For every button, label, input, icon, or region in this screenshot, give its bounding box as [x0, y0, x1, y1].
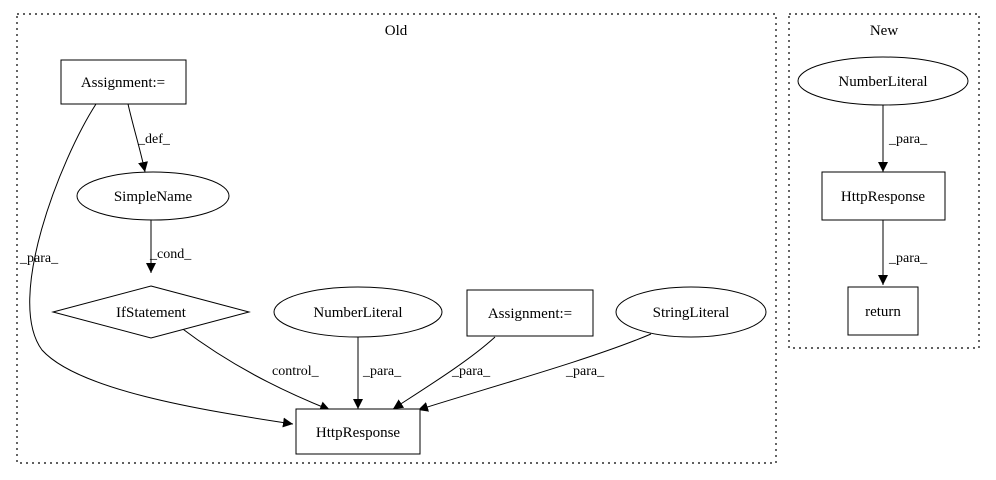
edge-cond: _cond_ — [146, 220, 192, 273]
edge-new-para-num-http-label: _para_ — [888, 132, 928, 147]
node-old-assignment-mid-label: Assignment:= — [488, 306, 572, 322]
edge-control: control_ — [179, 326, 331, 411]
edge-para-assign-http: _para_ — [19, 103, 294, 428]
edge-control-label: control_ — [272, 364, 320, 379]
edge-para-str-http: _para_ — [417, 333, 652, 412]
edge-def-label: _def_ — [137, 132, 171, 147]
node-old-httpresponse: HttpResponse — [295, 408, 421, 455]
node-old-assignment-top: Assignment:= — [60, 59, 187, 105]
node-old-numberliteral: NumberLiteral — [273, 286, 443, 338]
node-new-numberliteral-label: NumberLiteral — [838, 74, 927, 90]
node-old-numberliteral-label: NumberLiteral — [313, 305, 402, 321]
node-old-ifstatement: IfStatement — [51, 285, 251, 339]
edge-para-num-http-label: _para_ — [362, 364, 402, 379]
node-new-return: return — [847, 286, 919, 336]
edge-para-str-http-label: _para_ — [565, 364, 605, 379]
node-old-assignment-mid: Assignment:= — [466, 289, 594, 337]
cluster-old: Old — [16, 13, 777, 464]
edge-new-para-http-return: _para_ — [878, 220, 928, 285]
edge-new-para-num-http: _para_ — [878, 104, 928, 172]
node-old-assignment-top-label: Assignment:= — [81, 75, 165, 91]
edge-para-assign-http-label: _para_ — [19, 251, 59, 266]
node-old-httpresponse-label: HttpResponse — [316, 425, 401, 441]
edge-cond-label: _cond_ — [149, 247, 192, 262]
cluster-new-label: New — [870, 23, 898, 39]
edge-para-assign2-http: _para_ — [392, 336, 496, 410]
cluster-new: New — [788, 13, 980, 349]
node-old-stringliteral: StringLiteral — [615, 286, 767, 338]
cluster-old-label: Old — [385, 23, 408, 39]
node-old-ifstatement-label: IfStatement — [116, 305, 187, 321]
node-new-numberliteral: NumberLiteral — [797, 56, 969, 106]
node-old-stringliteral-label: StringLiteral — [653, 305, 730, 321]
node-old-simplename-label: SimpleName — [114, 189, 193, 205]
node-new-httpresponse-label: HttpResponse — [841, 189, 926, 205]
node-new-httpresponse: HttpResponse — [821, 171, 946, 221]
edge-new-para-http-return-label: _para_ — [888, 251, 928, 266]
edge-def: _def_ — [127, 103, 171, 173]
edge-para-num-http: _para_ — [353, 337, 402, 409]
node-new-return-label: return — [865, 304, 901, 320]
node-old-simplename: SimpleName — [76, 171, 230, 221]
edge-para-assign2-http-label: _para_ — [451, 364, 491, 379]
